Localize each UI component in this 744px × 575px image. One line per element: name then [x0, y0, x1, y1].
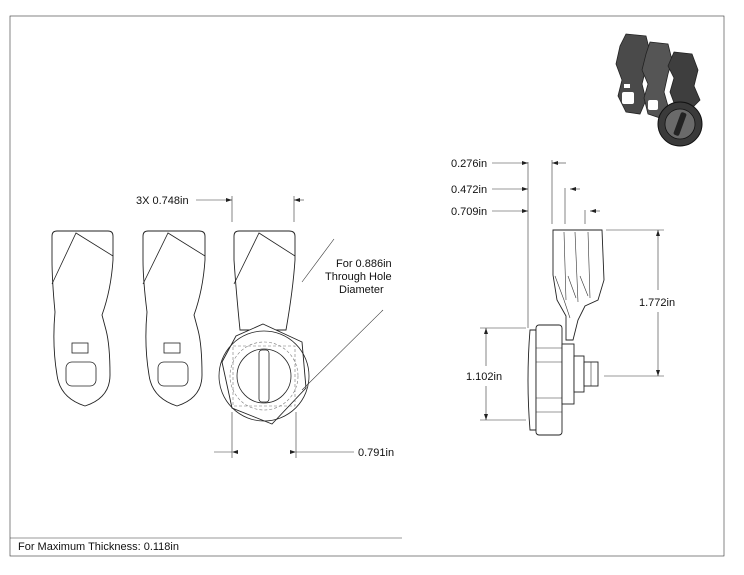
- cam-1: [51, 230, 114, 407]
- offset-2-label: 0.472in: [451, 184, 487, 196]
- dim-flange-height: 1.102in: [466, 327, 526, 421]
- cam-1-window: [65, 361, 97, 387]
- side-flange: [527, 329, 537, 431]
- side-body: [561, 343, 575, 405]
- dim-nut-width: 0.791in: [214, 412, 394, 459]
- hole-note-line-3: Diameter: [339, 284, 384, 296]
- nut-width-label: 0.791in: [358, 447, 394, 459]
- flange-height-label: 1.102in: [466, 371, 502, 383]
- thickness-note: For Maximum Thickness: 0.118in: [18, 541, 179, 553]
- nut-outer-circle: [218, 330, 310, 422]
- side-nut: [535, 324, 563, 436]
- hole-note-line-1: For 0.886in: [336, 258, 392, 270]
- side-cams: [552, 229, 605, 341]
- offset-3-label: 0.709in: [451, 206, 487, 218]
- cam-1-slot: [71, 342, 89, 354]
- sheet-border: [9, 15, 725, 557]
- cam-2: [142, 230, 206, 407]
- dim-overall-height: 1.772in: [604, 229, 675, 377]
- cam-hidden-outline: [232, 345, 296, 407]
- cam-3-assembly: [218, 230, 310, 425]
- overall-height-label: 1.772in: [639, 297, 675, 309]
- key-slot: [258, 349, 270, 403]
- hole-note: For 0.886in Through Hole Diameter: [301, 238, 392, 391]
- cam-2-slot: [163, 342, 181, 354]
- plug-circle: [236, 348, 292, 404]
- side-washer: [573, 355, 585, 393]
- hex-nut: [221, 323, 307, 425]
- dim-cam-width: 3X 0.748in: [136, 195, 304, 222]
- cam-2-window: [157, 361, 189, 387]
- dim-offsets: 0.276in 0.472in 0.709in: [451, 158, 600, 328]
- cam-width-label: 3X 0.748in: [136, 195, 189, 207]
- hole-note-line-2: Through Hole: [325, 271, 392, 283]
- product-render: [605, 28, 720, 153]
- side-view: [527, 229, 605, 436]
- through-hole-hidden: [229, 341, 299, 411]
- offset-1-label: 0.276in: [451, 158, 487, 170]
